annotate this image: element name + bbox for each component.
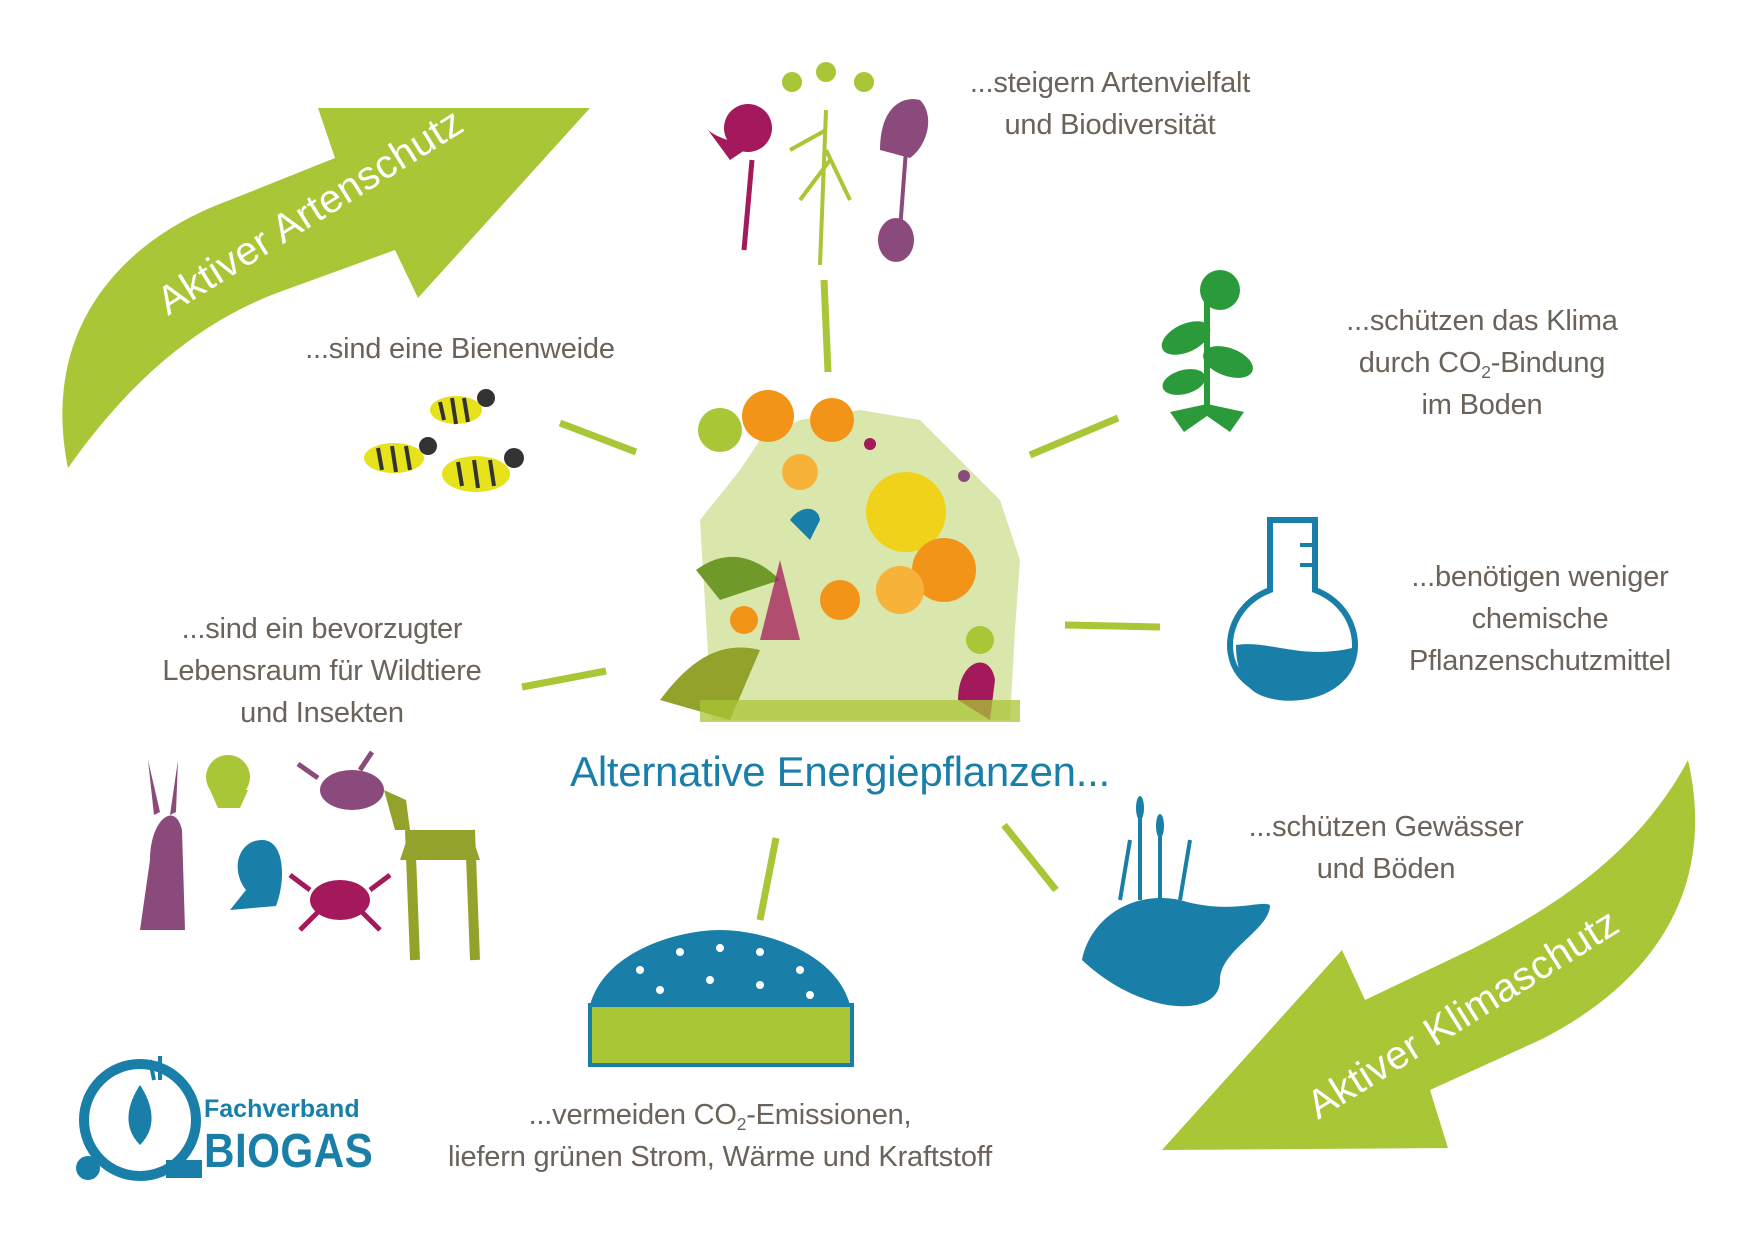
benefit-emissions-line-1: ...vermeiden CO2-Emissionen, bbox=[420, 1094, 1020, 1136]
connector-top bbox=[820, 279, 832, 373]
center-title: Alternative Energiepflanzen... bbox=[570, 748, 1110, 795]
benefit-bees-line-1: ...sind eine Bienenweide bbox=[305, 333, 615, 365]
pond-icon bbox=[1082, 796, 1270, 1007]
benefit-climate: ...schützen das Klima durch CO2-Bindung … bbox=[1272, 300, 1692, 426]
biogas-logo-icon bbox=[76, 1056, 202, 1181]
benefit-habitat-line-1: ...sind ein bevorzugter bbox=[181, 613, 463, 645]
arrow-aktiver-artenschutz: Aktiver Artenschutz bbox=[62, 100, 591, 468]
logo-text-small: Fachverband bbox=[204, 1095, 360, 1123]
benefit-biodiversity-line-1: ...steigern Artenvielfalt bbox=[969, 67, 1251, 99]
energy-plants-illustration bbox=[660, 390, 1020, 722]
benefit-chemicals-line-1: ...benötigen weniger bbox=[1411, 561, 1669, 593]
connector-right bbox=[1064, 621, 1161, 631]
benefit-climate-line-1: ...schützen das Klima bbox=[1346, 305, 1618, 337]
benefit-water-line-1: ...schützen Gewässer bbox=[1248, 811, 1524, 843]
connector-bottom bbox=[756, 837, 780, 921]
benefit-chemicals-line-2: chemische bbox=[1471, 603, 1609, 635]
wildflowers-icon bbox=[708, 62, 929, 266]
biogas-digester-icon bbox=[588, 930, 854, 1067]
benefit-emissions: ...vermeiden CO2-Emissionen, liefern grü… bbox=[420, 1094, 1020, 1178]
bees-icon bbox=[364, 389, 524, 492]
benefit-emissions-line-1-post: -Emissionen, bbox=[746, 1099, 912, 1131]
benefit-chemicals-line-3: Pflanzenschutzmittel bbox=[1409, 645, 1671, 677]
benefit-climate-line-3: im Boden bbox=[1421, 389, 1543, 421]
connector-bottom-right bbox=[1001, 822, 1059, 893]
connector-left bbox=[521, 667, 607, 691]
flask-icon bbox=[1227, 517, 1358, 701]
benefit-chemicals: ...benötigen weniger chemische Pflanzens… bbox=[1330, 556, 1750, 682]
benefit-habitat-line-2: Lebensraum für Wildtiere bbox=[162, 655, 482, 687]
benefit-emissions-line-1-pre: ...vermeiden CO bbox=[528, 1099, 737, 1131]
connector-top-right bbox=[1028, 414, 1120, 459]
benefit-emissions-line-2: liefern grünen Strom, Wärme und Kraftsto… bbox=[448, 1141, 992, 1173]
benefit-climate-line-2: durch CO2-Bindung bbox=[1272, 342, 1692, 384]
connector-lines bbox=[521, 279, 1161, 921]
benefit-water-line-2: und Böden bbox=[1316, 853, 1456, 885]
benefit-habitat-line-3: und Insekten bbox=[240, 697, 404, 729]
benefit-climate-line-2-pre: durch CO bbox=[1358, 347, 1482, 379]
logo-text-big: BIOGAS bbox=[204, 1125, 374, 1178]
benefit-water: ...schützen Gewässer und Böden bbox=[1176, 806, 1596, 890]
sprout-icon bbox=[1161, 270, 1253, 432]
benefit-biodiversity: ...steigern Artenvielfalt und Biodiversi… bbox=[900, 62, 1320, 146]
benefit-biodiversity-line-2: und Biodiversität bbox=[1004, 109, 1216, 141]
connector-top-left bbox=[558, 419, 638, 456]
benefit-climate-line-2-sub: 2 bbox=[1481, 362, 1491, 383]
benefit-bees: ...sind eine Bienenweide bbox=[280, 328, 640, 370]
benefit-climate-line-2-post: -Bindung bbox=[1490, 347, 1606, 379]
benefit-habitat: ...sind ein bevorzugter Lebensraum für W… bbox=[112, 608, 532, 734]
wildlife-icon bbox=[140, 750, 480, 961]
benefit-emissions-line-1-sub: 2 bbox=[736, 1114, 747, 1135]
